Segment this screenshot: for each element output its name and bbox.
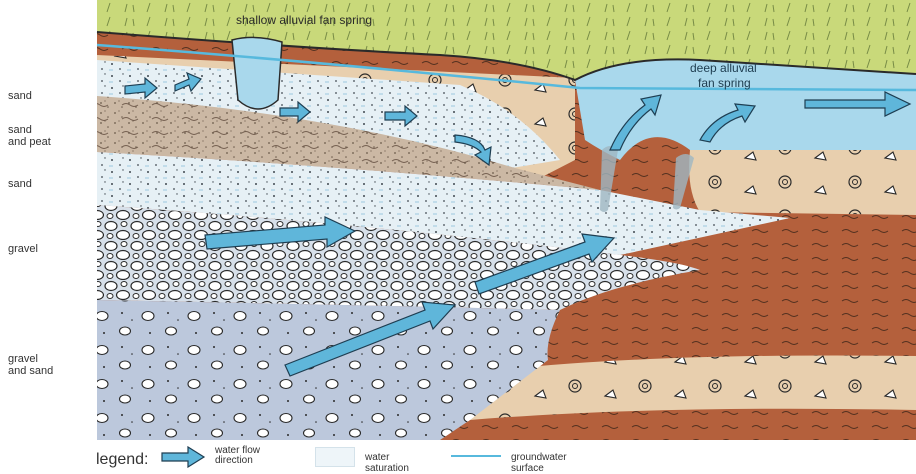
legend-flow-text: water flow direction	[215, 446, 275, 466]
layer-label-sand: sand	[8, 90, 32, 102]
right-upper-sand-shells	[689, 150, 916, 215]
saturation-swatch	[315, 447, 355, 467]
layer-label-text: sand	[8, 124, 51, 136]
layer-label-text: and peat	[8, 136, 51, 148]
layer-label-text: sand	[8, 90, 32, 102]
layer-label-sand-lower: sand	[8, 178, 32, 190]
legend-flow-line2: direction	[215, 456, 275, 466]
layer-label-gravel-and-sand: gravel and sand	[8, 353, 53, 377]
layer-label-gravel: gravel	[8, 243, 38, 255]
shallow-spring-pool	[232, 37, 282, 109]
deep-spring-label-line2: fan spring	[698, 76, 751, 90]
layer-label-text: gravel	[8, 353, 53, 365]
groundwater-line-swatch	[451, 455, 501, 457]
layer-label-text: sand	[8, 178, 32, 190]
layer-label-text: gravel	[8, 243, 38, 255]
layer-label-sand-and-peat: sand and peat	[8, 124, 51, 148]
legend-title: legend:	[96, 451, 149, 469]
deep-spring-label-line1: deep alluvial	[690, 61, 757, 75]
shallow-spring-label: shallow alluvial fan spring	[236, 13, 372, 27]
flow-arrow-icon	[160, 446, 206, 468]
layer-label-text: and sand	[8, 365, 53, 377]
